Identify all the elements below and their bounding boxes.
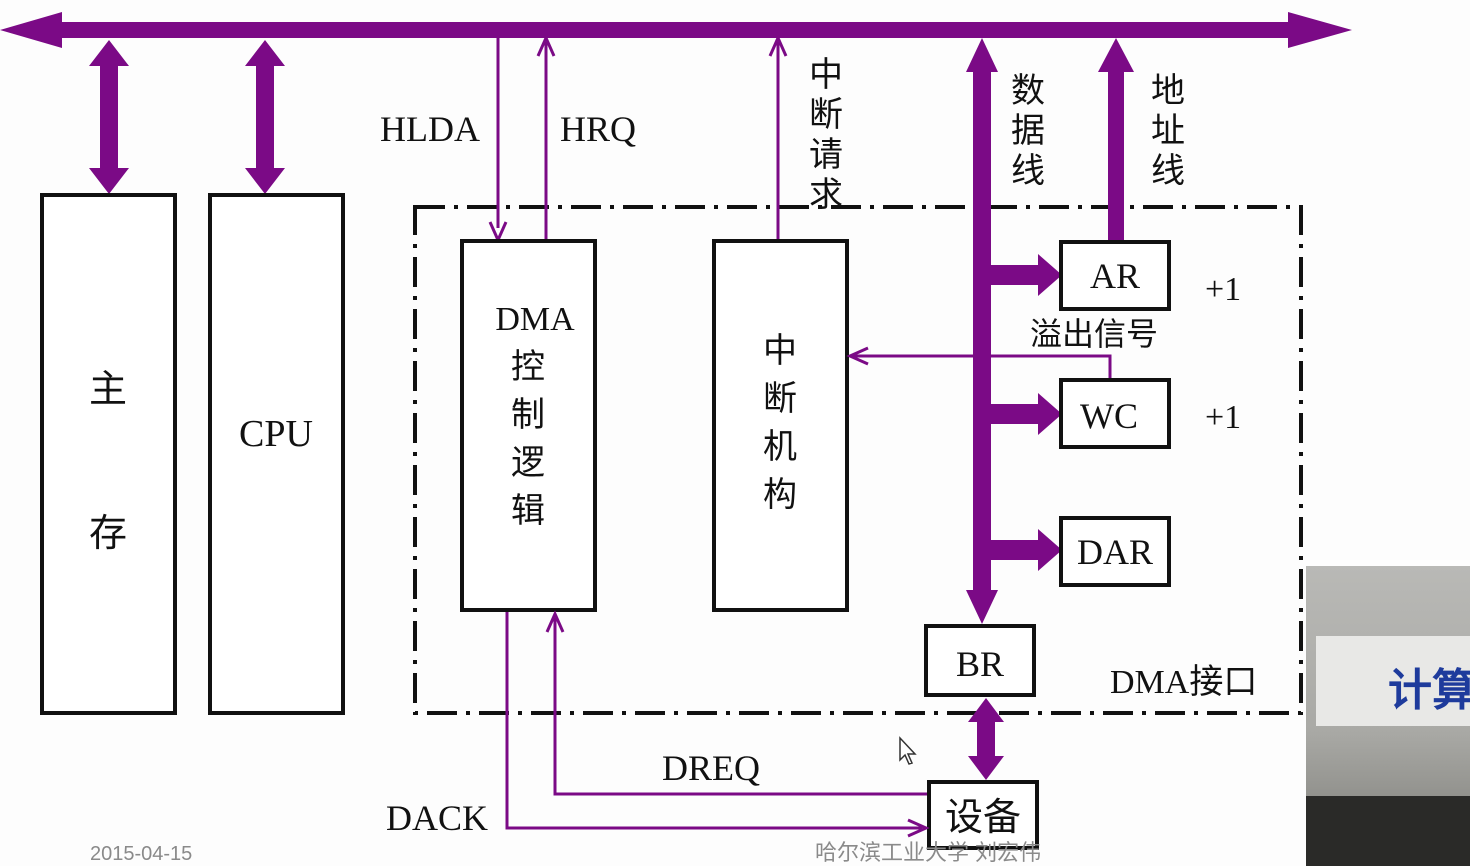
interrupt-request-label-4: 求 (809, 177, 843, 214)
video-overlay: 计算 (1306, 566, 1470, 866)
wc-label: WC (1080, 396, 1138, 436)
address-line-bus (1098, 38, 1134, 240)
main-memory-label-2: 存 (89, 513, 127, 555)
overflow-signal-line (852, 354, 1112, 378)
interrupt-mechanism-label-4: 构 (763, 476, 797, 514)
address-line-label-3: 线 (1151, 152, 1185, 190)
dma-interface-boundary (413, 205, 1303, 715)
device-label: 设备 (945, 797, 1021, 839)
dack-label: DACK (386, 798, 488, 838)
hlda-label: HLDA (380, 109, 480, 149)
main-memory-label-1: 主 (89, 369, 127, 411)
cpu-label: CPU (239, 413, 313, 455)
dreq-arrow-head (545, 610, 565, 633)
dack-line (505, 612, 922, 830)
video-caption: 计算 (1388, 665, 1470, 716)
dack-arrow-head (907, 818, 930, 838)
interrupt-request-label-2: 断 (809, 96, 843, 134)
dma-control-label-1: DMA (495, 301, 575, 338)
cpu-bus-link (245, 40, 285, 194)
data-line-bus (966, 38, 998, 624)
dma-control-label-2: 控 (511, 348, 545, 386)
dma-control-label-4: 逻 (511, 445, 545, 482)
ar-label: AR (1090, 256, 1140, 296)
footer-author: 哈尔滨工业大学 刘宏伟 (815, 840, 1041, 865)
br-register (924, 624, 1036, 697)
br-device-link (968, 698, 1004, 780)
dar-branch (991, 529, 1062, 571)
overflow-signal-arrow-head (846, 346, 869, 366)
dma-interface-label: DMA接口 (1110, 664, 1257, 701)
interrupt-mechanism-label-1: 中 (763, 332, 797, 370)
main-memory-box (40, 193, 177, 715)
mouse-cursor-icon (899, 736, 917, 765)
dar-register (1059, 516, 1171, 587)
address-line-label-2: 址 (1151, 113, 1185, 150)
hrq-arrow-head (536, 34, 556, 57)
footer-date: 2015-04-15 (90, 843, 192, 865)
data-line-label-3: 线 (1011, 152, 1045, 190)
video-backdrop (1316, 636, 1470, 726)
video-podium (1306, 796, 1470, 866)
ar-increment-label: +1 (1205, 271, 1241, 308)
interrupt-mechanism-label-2: 断 (763, 380, 797, 418)
dma-control-label-3: 制 (511, 397, 545, 434)
dar-label: DAR (1077, 532, 1153, 572)
ar-branch (991, 254, 1062, 296)
address-line-label-1: 地 (1151, 72, 1185, 110)
device-box (927, 780, 1039, 850)
wc-branch (991, 393, 1062, 435)
br-label: BR (956, 644, 1004, 684)
hrq-label: HRQ (560, 109, 636, 149)
interrupt-request-label-1: 中 (809, 56, 843, 94)
data-line-label-2: 据 (1011, 113, 1045, 150)
dma-control-label-5: 辑 (511, 492, 545, 530)
dreq-line (553, 618, 927, 796)
dma-control-logic-box (460, 239, 597, 612)
interrupt-mechanism-label-3: 机 (763, 428, 797, 466)
memory-bus-link (89, 40, 129, 194)
data-line-label-1: 数 (1011, 72, 1045, 110)
ar-register (1059, 240, 1171, 311)
interrupt-mechanism-box (712, 239, 849, 612)
wc-register (1059, 378, 1171, 449)
dreq-label: DREQ (662, 748, 760, 788)
interrupt-request-label-3: 请 (809, 137, 843, 174)
system-bus (0, 12, 1352, 48)
cpu-box (208, 193, 345, 715)
wc-increment-label: +1 (1205, 399, 1241, 436)
overflow-signal-label: 溢出信号 (1030, 316, 1158, 352)
interrupt-request-arrow-head (768, 34, 788, 57)
